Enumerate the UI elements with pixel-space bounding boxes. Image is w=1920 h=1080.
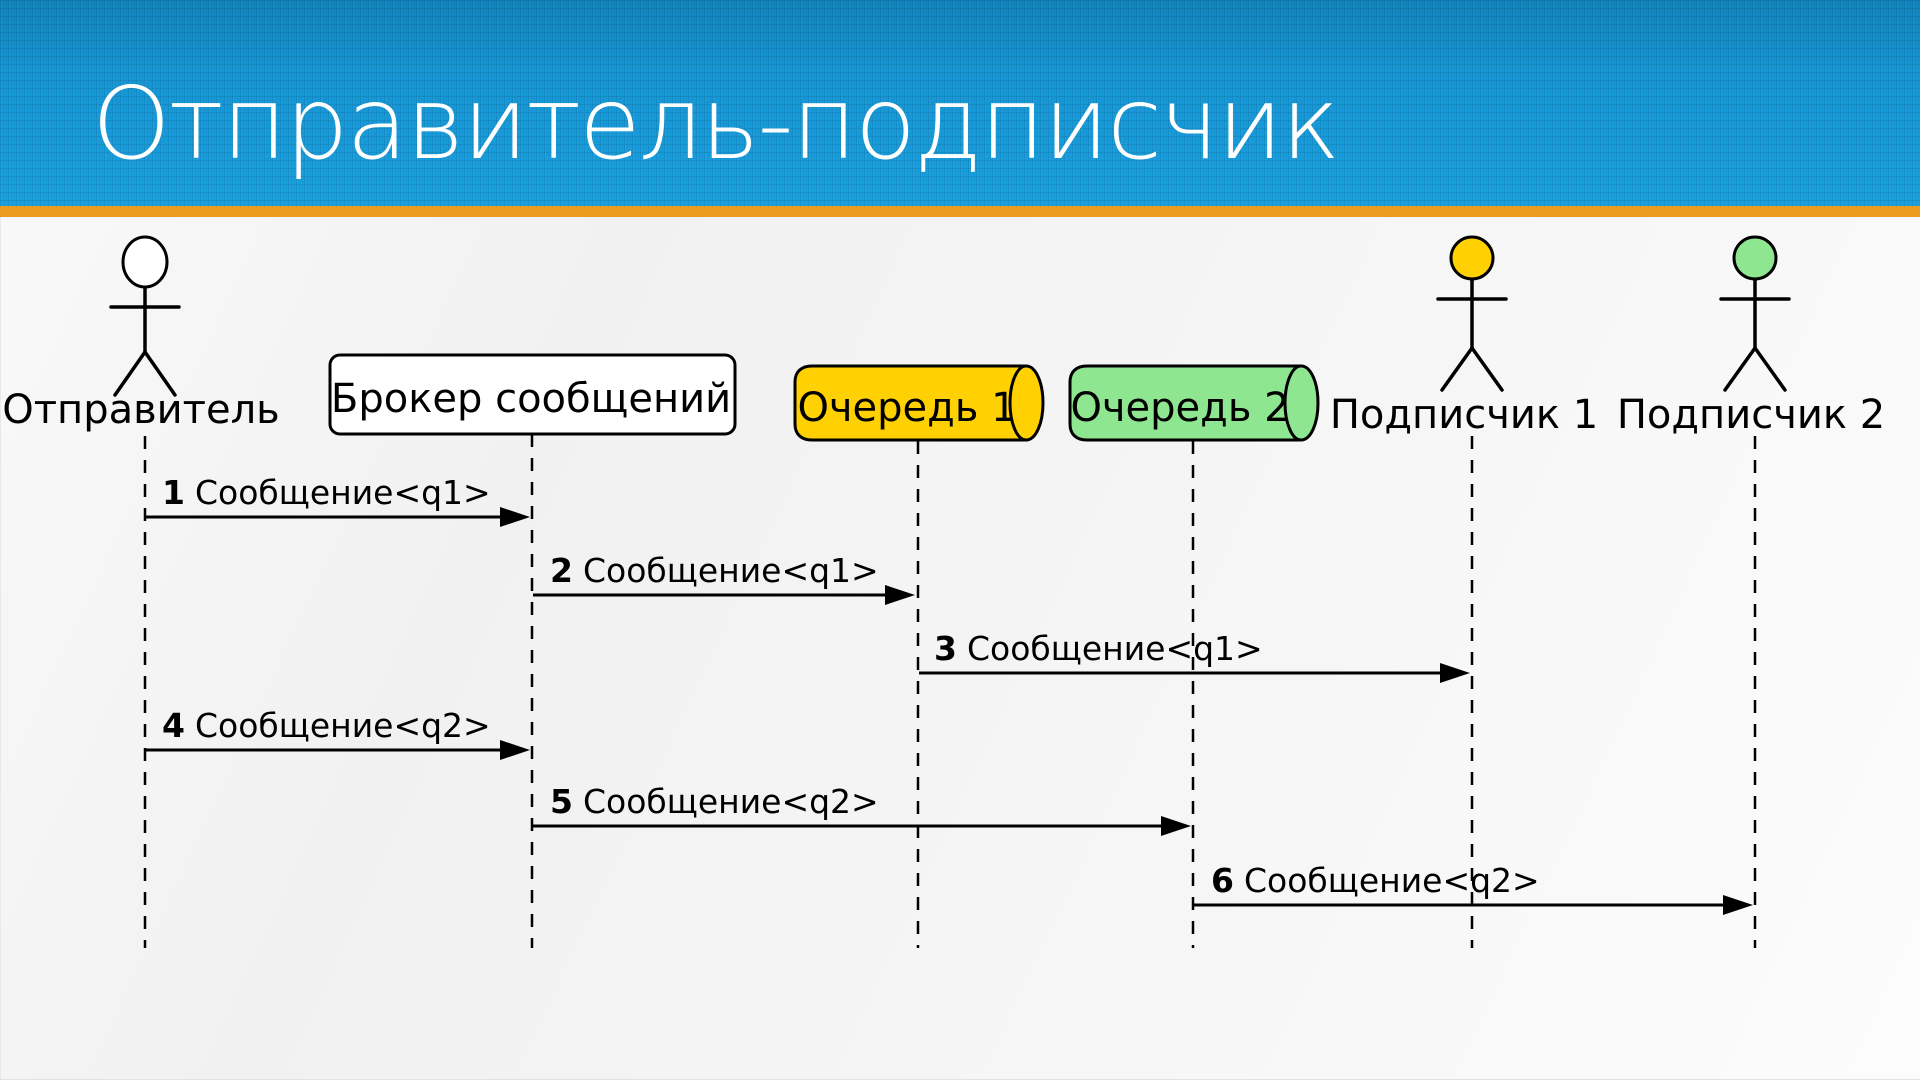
participant-subscriber1: Подписчик 1 <box>1330 235 1598 438</box>
message-3-text: Сообщение<q1> <box>967 629 1263 668</box>
queue2-cylinder <box>1068 364 1320 442</box>
message-1-number: 1 <box>162 473 185 512</box>
message-5-arrowhead <box>1161 816 1191 836</box>
accent-bar <box>0 206 1920 217</box>
participant-broker: Брокер сообщений <box>328 353 737 436</box>
message-6: 6 Сообщение<q2> <box>1194 861 1753 915</box>
message-4-number: 4 <box>162 706 185 745</box>
message-1-label: 1 Сообщение<q1> <box>162 473 491 512</box>
sender-leg-right <box>143 350 177 397</box>
subscriber1-label: Подписчик 1 <box>1330 392 1598 438</box>
message-6-text: Сообщение<q2> <box>1244 861 1540 900</box>
message-3: 3 Сообщение<q1> <box>919 629 1470 683</box>
sender-head <box>121 235 169 289</box>
subscriber1-leg-left <box>1440 346 1474 392</box>
subscriber2-head <box>1732 235 1778 281</box>
slide-header: Отправитель-подписчик <box>0 0 1920 206</box>
sender-leg-left <box>113 350 147 397</box>
participant-queue1: Очередь 1 <box>793 364 1045 442</box>
message-1: 1 Сообщение<q1> <box>146 473 530 527</box>
slide-title: Отправитель-подписчик <box>92 65 1340 182</box>
message-4-label: 4 Сообщение<q2> <box>162 706 491 745</box>
message-2: 2 Сообщение<q1> <box>533 551 915 605</box>
message-2-label: 2 Сообщение<q1> <box>550 551 879 590</box>
lifelines <box>143 434 1757 948</box>
subscriber2-label: Подписчик 2 <box>1617 392 1885 438</box>
subscriber1-leg-right <box>1470 346 1504 392</box>
message-1-text: Сообщение<q1> <box>195 473 491 512</box>
message-3-number: 3 <box>934 629 957 668</box>
message-2-arrowhead <box>885 585 915 605</box>
participant-subscriber2: Подписчик 2 <box>1617 235 1885 438</box>
subscriber2-leg-left <box>1723 346 1757 392</box>
message-3-arrowhead <box>1440 663 1470 683</box>
broker-box <box>328 353 737 436</box>
subscriber2-leg-right <box>1753 346 1787 392</box>
queue2-label: Очередь 2 <box>1070 385 1289 431</box>
message-2-number: 2 <box>550 551 573 590</box>
message-4-text: Сообщение<q2> <box>195 706 491 745</box>
sender-label: Отправитель <box>2 387 279 433</box>
participant-sender: Отправитель <box>2 235 280 433</box>
message-5: 5 Сообщение<q2> <box>533 782 1191 836</box>
message-5-number: 5 <box>550 782 573 821</box>
participant-queue2: Очередь 2 <box>1068 364 1320 442</box>
message-6-arrowhead <box>1723 895 1753 915</box>
queue1-cylinder <box>793 364 1045 442</box>
queue1-cylinder-rim <box>1008 364 1027 442</box>
message-1-arrowhead <box>500 507 530 527</box>
queue2-cylinder-rim <box>1283 364 1302 442</box>
message-4: 4 Сообщение<q2> <box>146 706 530 760</box>
broker-label: Брокер сообщений <box>331 376 731 422</box>
subscriber1-head <box>1449 235 1495 281</box>
queue1-label: Очередь 1 <box>797 385 1016 431</box>
message-5-label: 5 Сообщение<q2> <box>550 782 879 821</box>
message-6-number: 6 <box>1211 861 1234 900</box>
message-3-label: 3 Сообщение<q1> <box>934 629 1263 668</box>
message-5-text: Сообщение<q2> <box>583 782 879 821</box>
message-6-label: 6 Сообщение<q2> <box>1211 861 1540 900</box>
message-4-arrowhead <box>500 740 530 760</box>
message-2-text: Сообщение<q1> <box>583 551 879 590</box>
